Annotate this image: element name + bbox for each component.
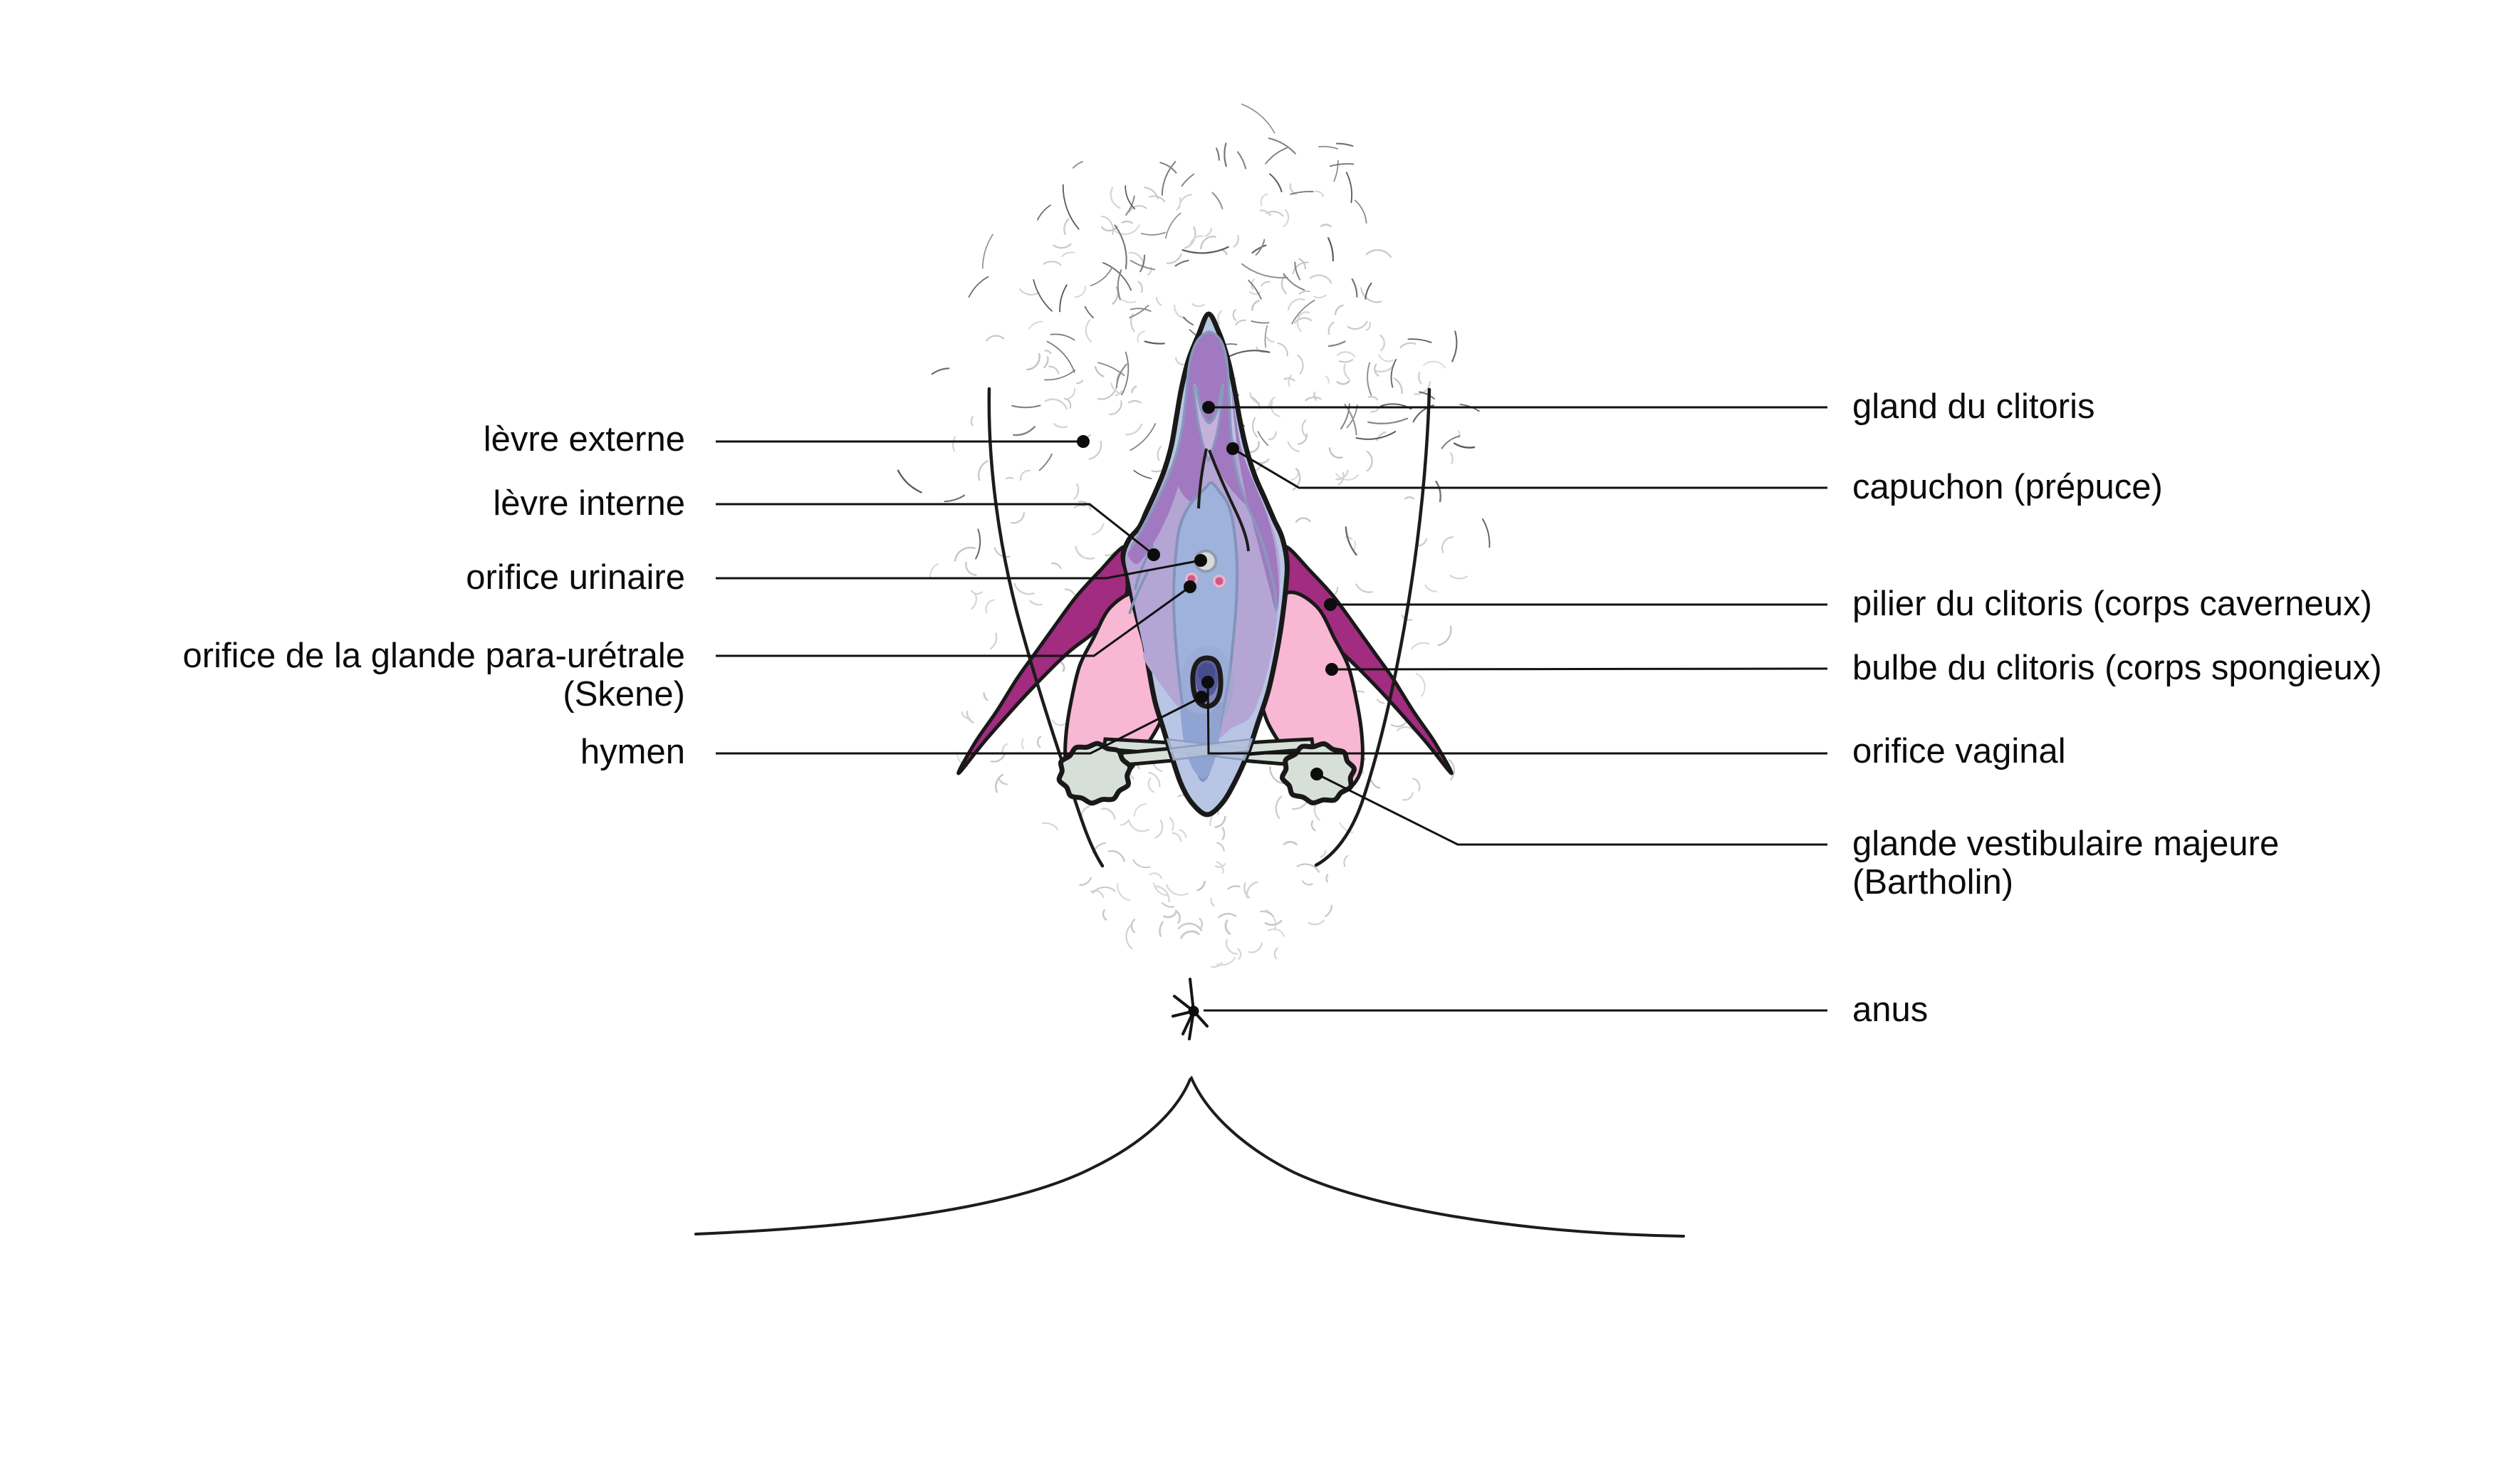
svg-text:lèvre interne: lèvre interne xyxy=(493,484,685,523)
svg-text:pilier du clitoris (corps cave: pilier du clitoris (corps caverneux) xyxy=(1852,585,2372,623)
svg-text:lèvre externe: lèvre externe xyxy=(484,420,685,459)
svg-text:(Bartholin): (Bartholin) xyxy=(1852,863,2013,902)
svg-text:(Skene): (Skene) xyxy=(563,675,685,714)
svg-text:gland du clitoris: gland du clitoris xyxy=(1852,387,2094,426)
svg-text:anus: anus xyxy=(1852,991,1928,1029)
svg-text:orifice urinaire: orifice urinaire xyxy=(466,558,685,597)
svg-text:bulbe du clitoris (corps spong: bulbe du clitoris (corps spongieux) xyxy=(1852,649,2382,687)
svg-text:orifice de la glande para-urét: orifice de la glande para-urétrale xyxy=(183,637,685,675)
svg-text:orifice vaginal: orifice vaginal xyxy=(1852,732,2066,770)
svg-text:glande vestibulaire majeure: glande vestibulaire majeure xyxy=(1852,825,2279,863)
svg-text:capuchon (prépuce): capuchon (prépuce) xyxy=(1852,468,2163,506)
svg-text:hymen: hymen xyxy=(580,733,685,771)
